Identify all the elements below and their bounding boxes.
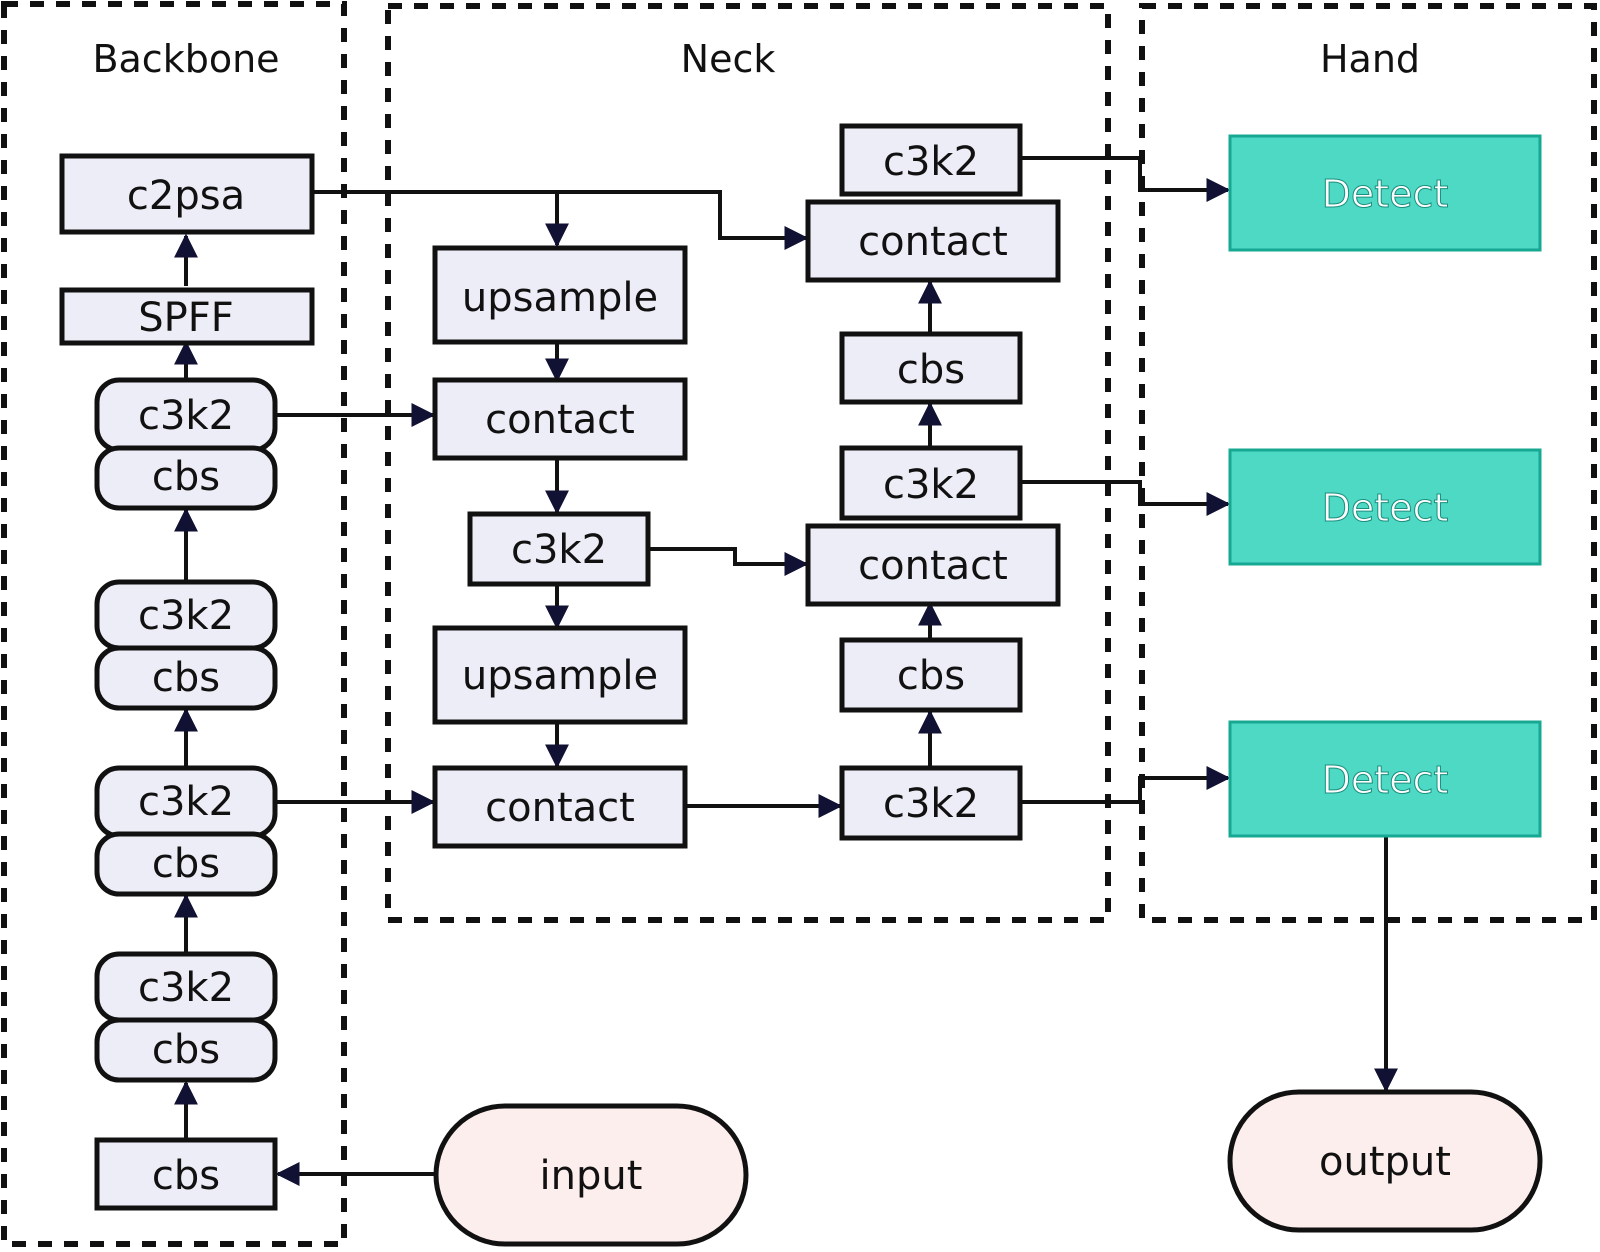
input-label: input [540,1153,643,1199]
cbs-stem-block [94,1137,278,1211]
cbs-label-b: cbs [152,655,220,701]
cbs-block-lower [839,637,1023,713]
spff-block [59,287,315,346]
input-terminal [433,1103,749,1247]
arrow-c2psa-to-contact-top [557,190,809,250]
c3k2-label-c: c3k2 [138,779,234,825]
c3k2-label-mid: c3k2 [883,462,979,508]
cbs-block-d [94,1017,278,1083]
upsample-label-1: upsample [462,275,658,321]
contact-block-2 [432,765,688,849]
cbs-label-c: cbs [152,841,220,887]
backbone-title: Backbone [92,37,279,81]
c3k2-label-neck-1: c3k2 [511,527,607,573]
c3k2-label-d: c3k2 [138,965,234,1011]
backbone-section-border [1,1,347,1247]
c3k2-label-low: c3k2 [883,781,979,827]
cbs-label-lower: cbs [897,653,965,699]
neck-section-border [385,3,1111,923]
cbs-stem-label: cbs [152,1153,220,1199]
head-title: Hand [1320,37,1420,81]
c3k2-label-b: c3k2 [138,593,234,639]
contact-label-top: contact [858,219,1008,265]
contact-block-top [805,199,1061,283]
cbs-label-d: cbs [152,1027,220,1073]
spff-label: SPFF [138,295,234,341]
upsample-block-2 [432,625,688,725]
contact-label-2: contact [485,785,635,831]
c3k2-block-mid [839,445,1023,521]
c3k2-block-top [839,123,1023,197]
contact-block-1 [432,377,688,461]
detect-label-1: Detect [1322,172,1449,216]
cbs-label-a: cbs [152,454,220,500]
c3k2-block-neck-1 [467,511,651,587]
contact-label-mid: contact [858,543,1008,589]
arrow-c3k2-top-to-detect-1 [1022,156,1231,202]
upsample-label-2: upsample [462,653,658,699]
cbs-block-c [94,831,278,897]
c3k2-label-top: c3k2 [883,139,979,185]
c3k2-block-low [839,765,1023,841]
c2psa-label: c2psa [127,173,245,219]
arrow-c2psa-to-upsample-1 [312,190,569,248]
detect-label-3: Detect [1322,758,1449,802]
c2psa-block [59,153,315,235]
detect-label-2: Detect [1322,486,1449,530]
detect-block-2 [1228,448,1542,566]
output-label: output [1319,1139,1451,1185]
cbs-block-a [94,445,278,511]
arrow-c3k2-1-to-contact-mid [649,547,809,576]
output-terminal [1227,1089,1543,1233]
detect-block-1 [1228,134,1542,252]
cbs-block-upper [839,331,1023,405]
neck-title: Neck [681,37,776,81]
head-section-border [1139,3,1597,923]
contact-label-1: contact [485,397,635,443]
cbs-block-b [94,645,278,711]
contact-block-mid [805,523,1061,607]
cbs-label-upper: cbs [897,347,965,393]
arrow-c3k2-mid-to-detect-2 [1022,480,1231,516]
arrow-c3k2-low-to-detect-3 [1022,766,1231,804]
detect-block-3 [1228,720,1542,838]
upsample-block-1 [432,245,688,345]
c3k2-label-a: c3k2 [138,393,234,439]
